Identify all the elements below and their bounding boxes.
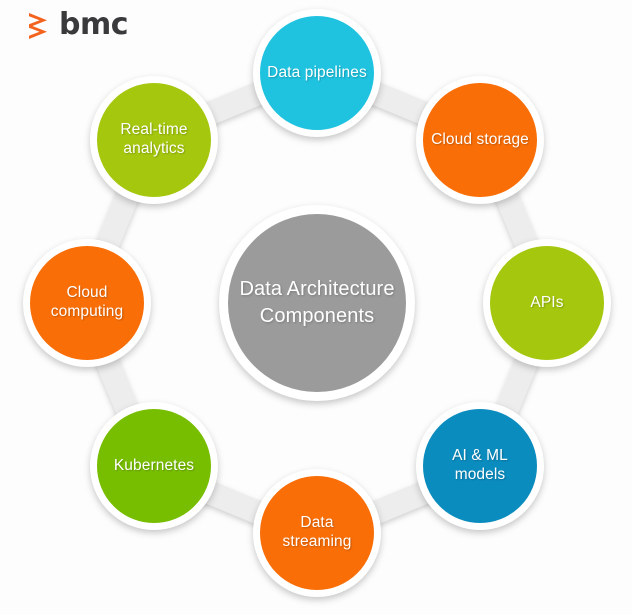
bmc-wordmark: bmc [59, 7, 129, 42]
node-label-apis: APIs [530, 293, 564, 311]
node-label-ai-ml-models: AI & ML models [452, 447, 508, 483]
node-data-streaming[interactable]: Data streaming [253, 469, 381, 597]
node-data-pipelines[interactable]: Data pipelines [253, 9, 381, 137]
node-label-real-time-analytics: Real-time analytics [120, 121, 188, 157]
node-label-data-pipelines: Data pipelines [267, 63, 367, 81]
node-label-kubernetes: Kubernetes [113, 456, 195, 474]
hub-node-data-architecture-components[interactable]: Data Architecture Components [219, 205, 415, 401]
node-apis[interactable]: APIs [483, 239, 611, 367]
node-cloud-computing[interactable]: Cloud computing [23, 239, 151, 367]
node-kubernetes[interactable]: Kubernetes [90, 402, 218, 530]
node-label-cloud-computing: Cloud computing [50, 284, 124, 320]
node-cloud-storage[interactable]: Cloud storage [416, 76, 544, 204]
node-label-cloud-storage: Cloud storage [431, 130, 529, 148]
hub-node-label: Data Architecture Components [239, 278, 395, 327]
bmc-ribbon-icon [29, 13, 47, 39]
node-real-time-analytics[interactable]: Real-time analytics [90, 76, 218, 204]
bmc-logo: bmc [26, 7, 129, 44]
node-ai-ml-models[interactable]: AI & ML models [416, 402, 544, 530]
node-label-data-streaming: Data streaming [282, 514, 352, 550]
